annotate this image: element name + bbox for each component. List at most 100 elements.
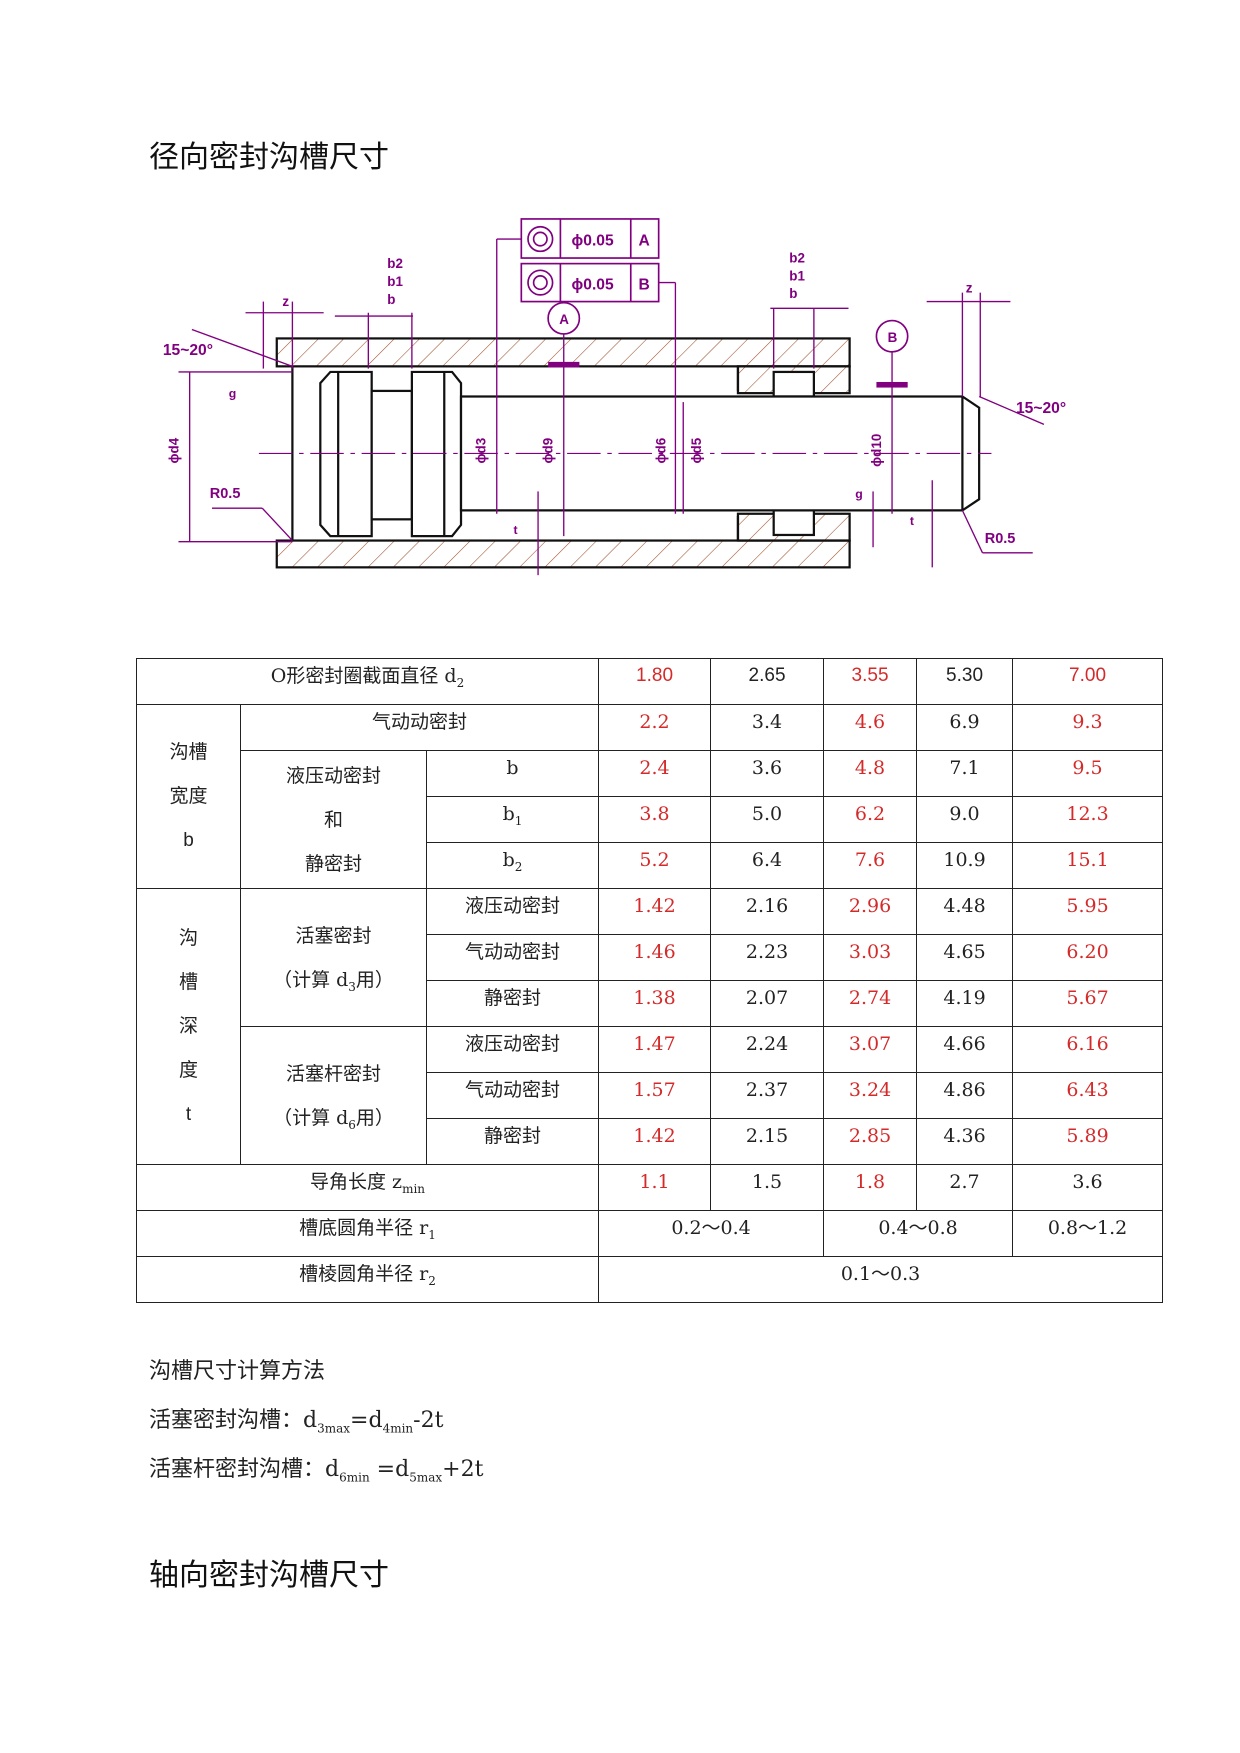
cell: 6.4 (710, 842, 825, 889)
g-left-label: g (229, 387, 237, 401)
cell: 7.1 (916, 750, 1014, 797)
cell: 3.03 (823, 934, 918, 981)
cell: 2.4 (598, 750, 712, 797)
cell: 5.67 (1012, 980, 1164, 1027)
row-label: 液压动密封 (425, 1026, 600, 1073)
cell: 4.48 (916, 888, 1014, 935)
cell: 1.42 (598, 888, 712, 935)
cell: 3.6 (710, 750, 825, 797)
calc-title: 沟槽尺寸计算方法 (149, 1359, 326, 1384)
cell: 4.86 (916, 1072, 1014, 1119)
cell: 6.16 (1012, 1026, 1164, 1073)
t-right-label: t (910, 514, 914, 528)
radius-right-label: R0.5 (985, 531, 1016, 547)
row-label: 液压动密封 (425, 888, 600, 935)
cell: 1.5 (710, 1164, 825, 1211)
d5-label: ϕd5 (689, 437, 704, 463)
angle-left-label: 15~20° (163, 342, 213, 359)
cell: 1.38 (598, 980, 712, 1027)
cell: 6.2 (823, 796, 918, 843)
cell: 2.85 (823, 1118, 918, 1165)
cell: 12.3 (1012, 796, 1164, 843)
dimension-lines (178, 238, 1045, 576)
table-row-chamfer: 导角长度 zmin 1.1 1.5 1.8 2.7 3.6 (135, 1164, 1164, 1211)
oring-diameter-label: O形密封圈截面直径 d2 (135, 658, 600, 705)
datum-a-circle (547, 301, 581, 335)
cell: 4.8 (823, 750, 918, 797)
datum-b-circle (875, 319, 909, 353)
cell: 5.2 (598, 842, 712, 889)
cell: 3.55 (823, 658, 918, 705)
cell: 1.47 (598, 1026, 712, 1073)
cell: 9.0 (916, 796, 1014, 843)
r1-label: 槽底圆角半径 r1 (135, 1210, 600, 1257)
tolerance-a-datum: A (639, 233, 650, 250)
d6-label: ϕd6 (653, 438, 668, 464)
row-label: b (425, 750, 600, 797)
angle-right-label: 15~20° (1016, 400, 1066, 417)
radial-groove-table: O形密封圈截面直径 d2 1.80 2.65 3.55 5.30 7.00 沟槽… (135, 658, 1164, 1303)
table-row-oring-diameter: O形密封圈截面直径 d2 1.80 2.65 3.55 5.30 7.00 (135, 658, 1164, 705)
cell: 9.3 (1012, 704, 1164, 751)
chamfer-label: 导角长度 zmin (135, 1164, 600, 1211)
d9-label: ϕd9 (541, 438, 556, 464)
cell: 3.6 (1012, 1164, 1164, 1211)
cell: 9.5 (1012, 750, 1164, 797)
tolerance-frame-a (520, 218, 660, 259)
table-row-width-b1: b1 3.8 5.0 6.2 9.0 12.3 (137, 796, 1164, 843)
cell: 0.4～0.8 (823, 1210, 1014, 1257)
pneumatic-label: 气动动密封 (239, 704, 600, 751)
row-label: 静密封 (425, 980, 600, 1027)
cell: 1.46 (598, 934, 712, 981)
tolerance-frame-b (520, 262, 660, 303)
datum-b-label: B (888, 330, 898, 345)
cell: 4.65 (916, 934, 1014, 981)
tolerance-a-value: ϕ0.05 (572, 233, 614, 250)
section-title-axial: 轴向密封沟槽尺寸 (149, 1558, 389, 1593)
d4-label: ϕd4 (167, 437, 182, 463)
b-left-label: b (387, 292, 395, 307)
cell: 5.0 (710, 796, 825, 843)
d10-label: ϕd10 (869, 434, 884, 467)
cell: 5.95 (1012, 888, 1164, 935)
cell: 6.20 (1012, 934, 1164, 981)
z-right-label: z (966, 281, 973, 296)
cell: 4.36 (916, 1118, 1014, 1165)
cell: 2.24 (710, 1026, 825, 1073)
table-row-rod-hydraulic: 活塞杆密封 （计算 d6用） 液压动密封 1.47 2.24 3.07 4.66… (137, 1026, 1164, 1165)
d3-label: ϕd3 (474, 438, 489, 464)
cell: 0.2～0.4 (598, 1210, 825, 1257)
cell: 2.96 (823, 888, 918, 935)
cell: 0.8～1.2 (1012, 1210, 1164, 1257)
cell: 3.24 (823, 1072, 918, 1119)
z-left-label: z (282, 294, 289, 309)
b2-right-label: b2 (789, 250, 805, 265)
cell: 4.6 (823, 704, 918, 751)
table-row-r1: 槽底圆角半径 r1 0.2～0.4 0.4～0.8 0.8～1.2 (135, 1210, 1164, 1257)
cell: 1.42 (598, 1118, 712, 1165)
cell: 2.37 (710, 1072, 825, 1119)
cell: 1.80 (598, 658, 712, 705)
piston (319, 370, 463, 538)
b-right-label: b (789, 286, 797, 301)
piston-seal-label: 活塞密封 （计算 d3用） (240, 888, 427, 1027)
cell: 2.23 (710, 934, 825, 981)
cell: 6.9 (916, 704, 1014, 751)
table-row-piston-pneumatic: 气动动密封 1.46 2.23 3.03 4.65 6.20 (137, 934, 1164, 981)
g-right-label: g (855, 487, 863, 501)
cell: 2.2 (598, 704, 712, 751)
table-row-width-b2: b2 5.2 6.4 7.6 10.9 15.1 (137, 842, 1164, 889)
hydraulic-static-label: 液压动密封和静密封 (240, 750, 427, 889)
row-label: 静密封 (425, 1118, 600, 1165)
table-row-rod-pneumatic: 气动动密封 1.57 2.37 3.24 4.86 6.43 (137, 1072, 1164, 1119)
cell: 15.1 (1012, 842, 1164, 889)
cell: 7.00 (1012, 658, 1164, 705)
cell: 2.15 (710, 1118, 825, 1165)
cell: 3.4 (710, 704, 825, 751)
cell: 2.7 (916, 1164, 1014, 1211)
row-label: b1 (425, 796, 600, 843)
rod-seal-label: 活塞杆密封 （计算 d6用） (240, 1026, 427, 1165)
cell: 1.1 (598, 1164, 712, 1211)
